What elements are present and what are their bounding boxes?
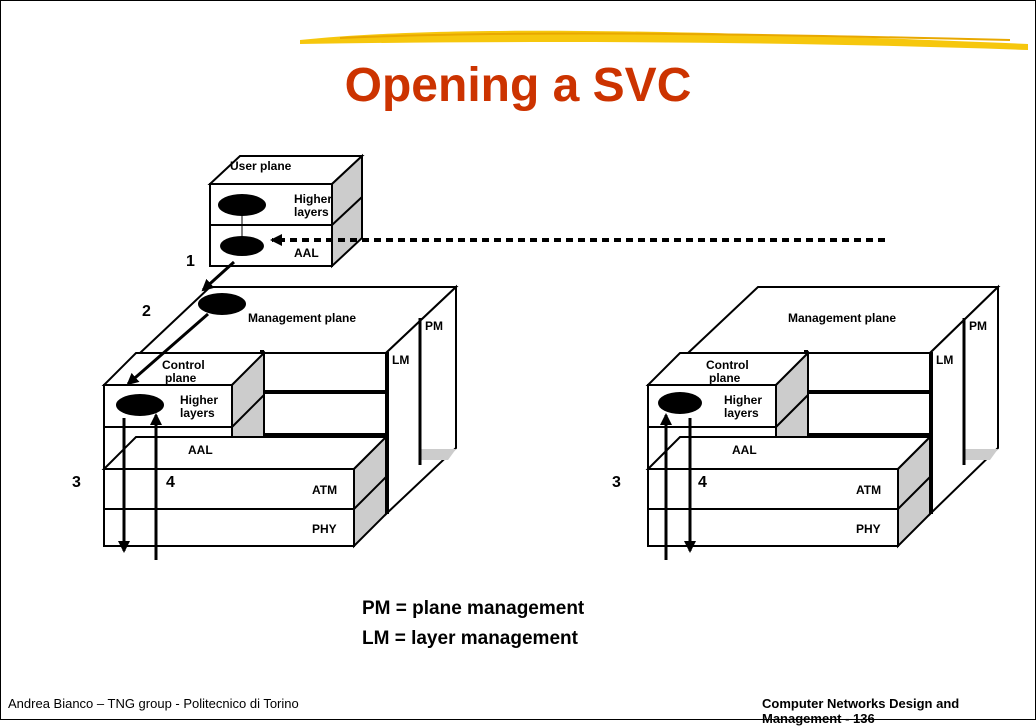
left-lm-label: LM — [392, 353, 409, 367]
legend: PM = plane management LM = layer managem… — [362, 594, 584, 654]
left-aal-label: AAL — [188, 443, 213, 457]
right-control-plane-label-1: Control — [706, 358, 749, 372]
left-phy-label: PHY — [312, 522, 337, 536]
right-atm-label: ATM — [856, 483, 881, 497]
right-higher-layers-label-2: layers — [724, 406, 759, 420]
left-higher-layers-label-1: Higher — [180, 393, 218, 407]
right-management-plane — [685, 284, 1001, 517]
slide-title: Opening a SVC — [344, 59, 692, 112]
right-higher-layers-label-1: Higher — [724, 393, 762, 407]
right-phy-label: PHY — [856, 522, 881, 536]
title-brush-stroke — [300, 30, 1028, 50]
user-aal-label: AAL — [294, 246, 319, 260]
right-step-3-label: 3 — [612, 474, 621, 491]
left-signaling-arrows — [118, 260, 236, 560]
right-aal-label: AAL — [732, 443, 757, 457]
right-pm-label: PM — [969, 319, 987, 333]
right-protocol-stack: Management plane PM LM Control plane Hig… — [612, 284, 1001, 560]
user-plane-label: User plane — [230, 159, 292, 173]
user-higher-layers-label-1: Higher — [294, 192, 332, 206]
right-signaling-arrows — [660, 413, 696, 560]
left-management-plane-label: Management plane — [248, 311, 356, 325]
left-user-plane — [207, 153, 365, 269]
step-3-label: 3 — [72, 474, 81, 491]
step-1-label: 1 — [186, 253, 195, 270]
step-4-label: 4 — [166, 474, 175, 491]
right-control-entity — [658, 392, 702, 414]
right-management-plane-label: Management plane — [788, 311, 896, 325]
left-protocol-stack: User plane Higher layers AAL Management … — [72, 153, 885, 560]
step-2-label: 2 — [142, 303, 151, 320]
right-step-4-label: 4 — [698, 474, 707, 491]
left-control-plane-label-1: Control — [162, 358, 205, 372]
left-entities — [116, 194, 266, 416]
left-pm-label: PM — [425, 319, 443, 333]
right-lm-label: LM — [936, 353, 953, 367]
right-control-plane-label-2: plane — [709, 371, 741, 385]
user-higher-layers-label-2: layers — [294, 205, 329, 219]
footer-author: Andrea Bianco – TNG group - Politecnico … — [8, 696, 299, 711]
legend-pm: PM = plane management — [362, 598, 585, 619]
left-control-plane-label-2: plane — [165, 371, 197, 385]
footer-course-page: Computer Networks Design and Management … — [762, 696, 960, 726]
left-higher-layers-label-2: layers — [180, 406, 215, 420]
legend-lm: LM = layer management — [362, 628, 578, 649]
left-atm-phy-block — [101, 434, 389, 549]
left-atm-label: ATM — [312, 483, 337, 497]
